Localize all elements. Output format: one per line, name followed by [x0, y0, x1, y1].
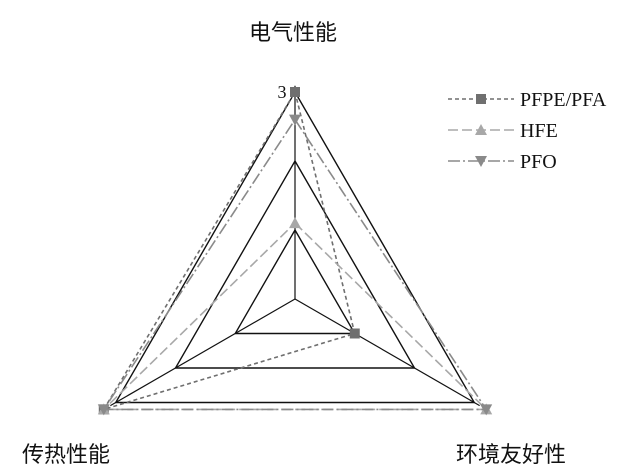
- data-point-2-0: [289, 114, 301, 126]
- series-line-1: [101, 221, 489, 411]
- data-point-0-0: [290, 87, 300, 97]
- series-line-2: [102, 118, 488, 411]
- data-point-0-1: [349, 328, 360, 339]
- legend-label-pfpe-pfa: PFPE/PFA: [520, 89, 607, 111]
- legend: PFPE/PFA HFE PFO: [448, 89, 607, 173]
- grid-ring-2: [174, 159, 416, 369]
- legend-label-hfe: HFE: [520, 120, 558, 142]
- data-point-2-1: [480, 404, 493, 416]
- legend-square-marker: [476, 94, 486, 104]
- tick-label-max: 3: [278, 82, 287, 102]
- data-point-1-0: [289, 217, 301, 229]
- axis-label-heat-transfer: 传热性能: [22, 443, 110, 468]
- axis-label-environment: 环境友好性: [456, 443, 566, 468]
- series-line-0: [102, 89, 356, 411]
- data-point-2-2: [97, 404, 110, 416]
- legend-triangle-up-marker: [475, 124, 487, 135]
- legend-item-pfpe-pfa: PFPE/PFA: [448, 89, 607, 111]
- axis-spoke-2: [110, 298, 296, 407]
- series-layer: [97, 87, 493, 416]
- legend-item-pfo: PFO: [448, 151, 557, 173]
- grid-ring-1: [234, 228, 356, 335]
- axis-label-electrical: 电气性能: [249, 21, 337, 46]
- radar-grid: [110, 85, 480, 407]
- legend-item-hfe: HFE: [448, 120, 558, 142]
- legend-label-pfo: PFO: [520, 151, 557, 173]
- axis-spoke-1: [294, 298, 480, 407]
- legend-triangle-down-marker: [475, 156, 487, 167]
- grid-ring-3: [114, 90, 476, 404]
